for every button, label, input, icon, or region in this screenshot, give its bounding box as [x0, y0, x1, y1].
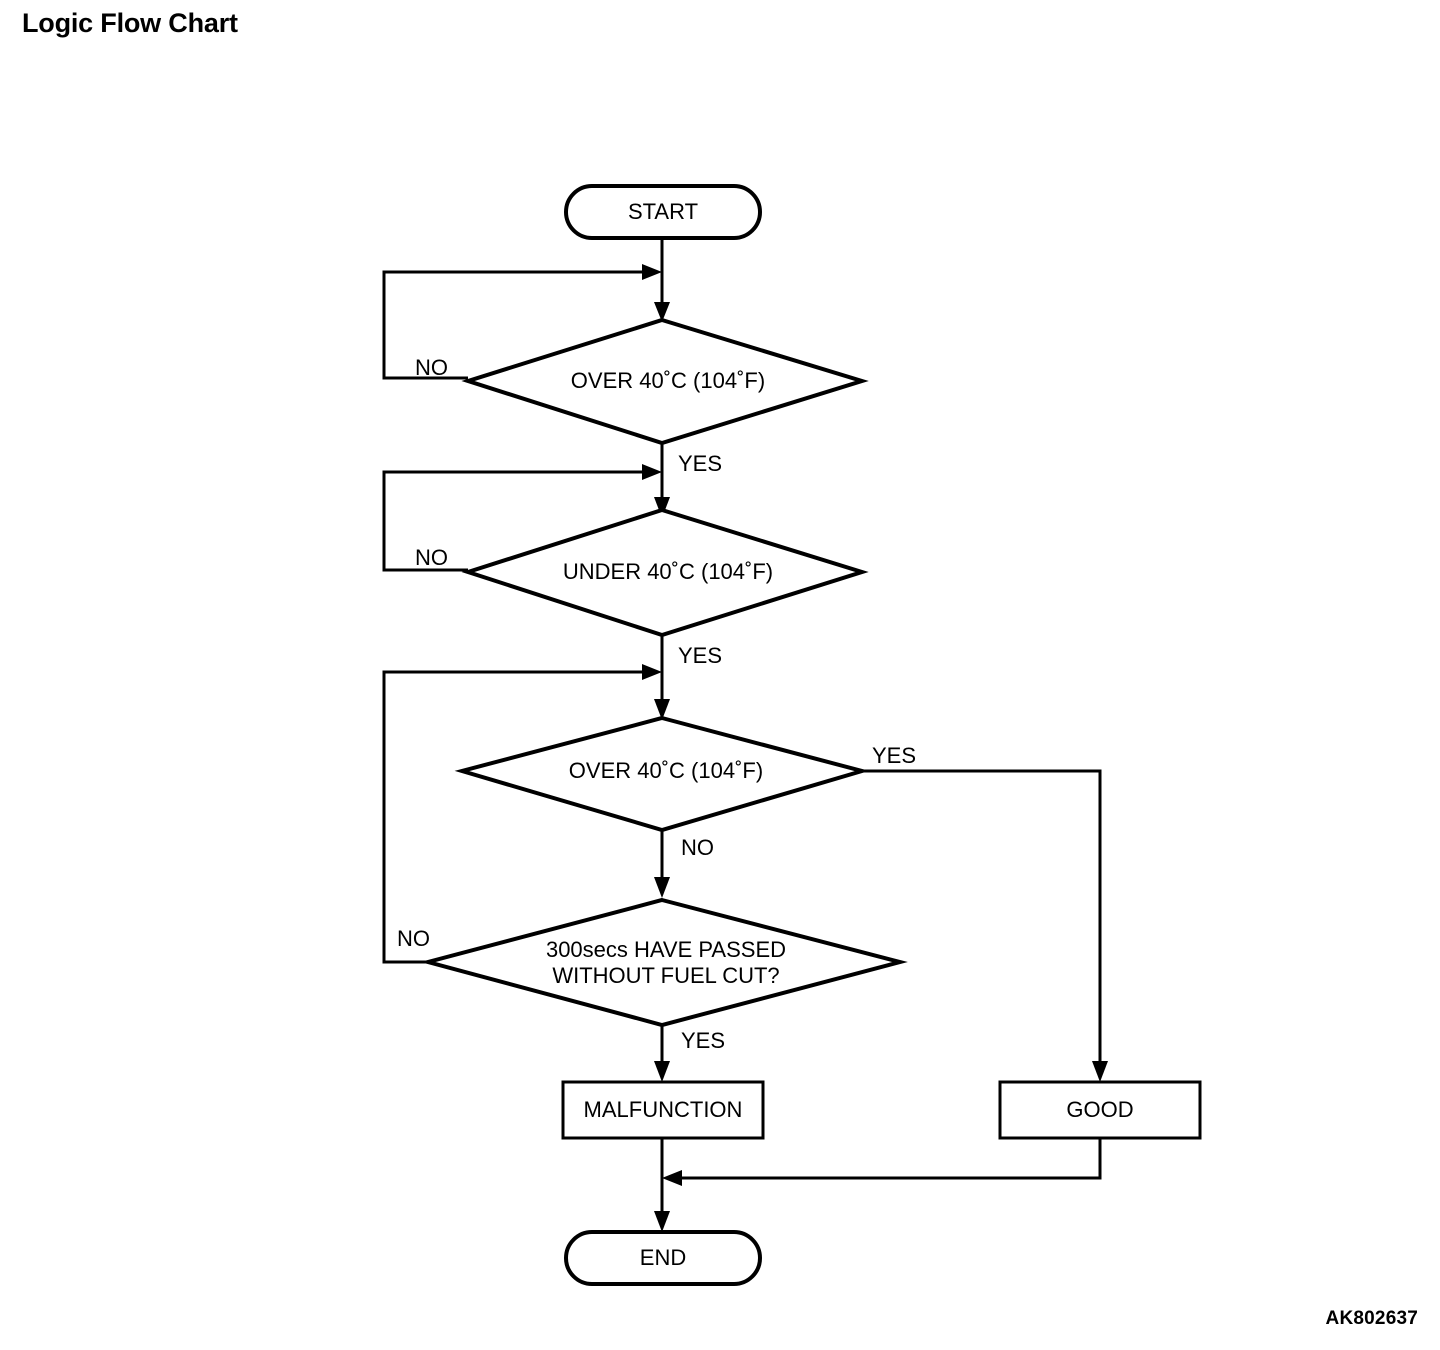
edge-d4-no-loop: [382, 664, 662, 964]
node-malfunction-label: MALFUNCTION: [584, 1097, 743, 1122]
edge-label-d3-yes: YES: [872, 743, 916, 768]
node-end-label: END: [640, 1245, 686, 1270]
node-decision-4-label-line2: WITHOUT FUEL CUT?: [552, 963, 779, 988]
edge-d1-no-loop: [382, 264, 662, 380]
edge-d3-yes-to-good: [862, 769, 1108, 1082]
edge-label-d2-yes: YES: [678, 643, 722, 668]
node-decision-under-40c[interactable]: UNDER 40˚C (104˚F): [461, 507, 869, 638]
node-decision-over-40c-1[interactable]: OVER 40˚C (104˚F): [461, 317, 869, 446]
node-end[interactable]: END: [564, 1230, 762, 1286]
node-malfunction[interactable]: MALFUNCTION: [561, 1080, 765, 1140]
edge-label-d4-yes: YES: [681, 1028, 725, 1053]
node-good[interactable]: GOOD: [998, 1080, 1202, 1140]
node-decision-300secs-fuel-cut[interactable]: 300secs HAVE PASSED WITHOUT FUEL CUT?: [420, 897, 908, 1028]
edge-label-d3-no: NO: [681, 835, 714, 860]
edge-label-d1-no: NO: [415, 355, 448, 380]
edge-label-d1-yes: YES: [678, 451, 722, 476]
node-decision-4-label-line1: 300secs HAVE PASSED: [546, 937, 786, 962]
edge-label-d2-no: NO: [415, 545, 448, 570]
figure-id: AK802637: [1325, 1308, 1418, 1329]
edge-start-to-d1: [654, 238, 670, 322]
edge-malfunction-to-end: [654, 1138, 670, 1232]
node-start-label: START: [628, 199, 698, 224]
edge-label-d4-no: NO: [397, 926, 430, 951]
edge-good-to-end: [662, 1138, 1102, 1186]
edge-d2-no-loop: [382, 464, 662, 572]
edge-d4-yes-to-malfunction: [654, 1025, 670, 1082]
node-decision-1-label: OVER 40˚C (104˚F): [571, 368, 765, 393]
node-decision-3-label: OVER 40˚C (104˚F): [569, 758, 763, 783]
edge-d3-no-to-d4: [654, 830, 670, 898]
node-decision-over-40c-2[interactable]: OVER 40˚C (104˚F): [454, 715, 870, 833]
node-good-label: GOOD: [1066, 1097, 1133, 1122]
page-title: Logic Flow Chart: [22, 8, 238, 38]
node-decision-2-label: UNDER 40˚C (104˚F): [563, 559, 773, 584]
edge-d2-yes-to-d3: [654, 635, 670, 720]
node-start[interactable]: START: [564, 184, 762, 240]
edge-d1-yes-to-d2: [654, 443, 670, 518]
